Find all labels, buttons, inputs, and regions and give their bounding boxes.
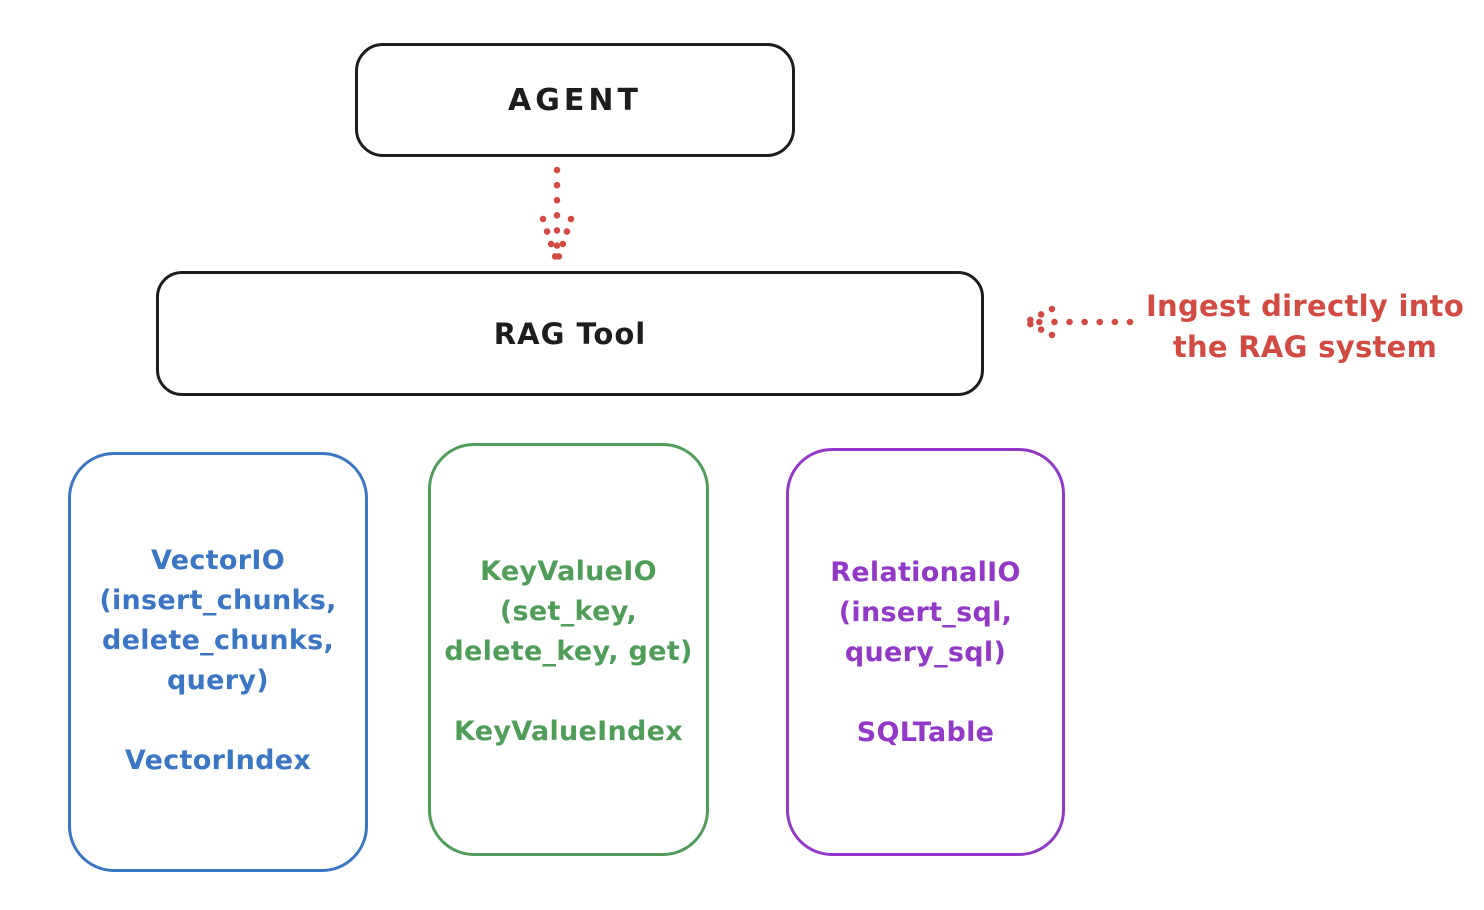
vector-io-box: VectorIO (insert_chunks, delete_chunks, … [68, 452, 368, 872]
rag-tool-box: RAG Tool [156, 271, 984, 396]
rag-tool-label: RAG Tool [493, 316, 647, 351]
vector-io-line4: query) [167, 665, 269, 696]
vector-io-line2: (insert_chunks, [99, 585, 337, 616]
keyvalue-io-line1: KeyValueIO [480, 556, 657, 587]
keyvalue-io-line2: (set_key, [499, 596, 638, 627]
vector-io-line3: delete_chunks, [101, 625, 335, 656]
relational-io-line2: (insert_sql, [838, 597, 1013, 628]
keyvalue-index-label: KeyValueIndex [453, 716, 683, 747]
agent-box: AGENT [355, 43, 795, 157]
ingest-annotation-line2: the RAG system [1172, 330, 1438, 364]
relational-io-line3: query_sql) [844, 637, 1007, 668]
ingest-annotation-line1: Ingest directly into [1145, 289, 1465, 323]
ingest-annotation-arrow [1022, 305, 1134, 339]
agent-to-ragtool-arrow [539, 166, 575, 264]
vector-index-label: VectorIndex [124, 745, 312, 776]
keyvalue-io-box: KeyValueIO (set_key, delete_key, get) Ke… [428, 443, 709, 856]
keyvalue-io-line3: delete_key, get) [444, 636, 693, 667]
agent-label: AGENT [508, 82, 642, 118]
relational-io-box: RelationalIO (insert_sql, query_sql) SQL… [786, 448, 1065, 856]
vector-io-line1: VectorIO [151, 545, 285, 576]
ingest-annotation: Ingest directly into the RAG system [1130, 286, 1480, 368]
sql-table-label: SQLTable [856, 717, 995, 748]
relational-io-line1: RelationalIO [830, 557, 1021, 588]
